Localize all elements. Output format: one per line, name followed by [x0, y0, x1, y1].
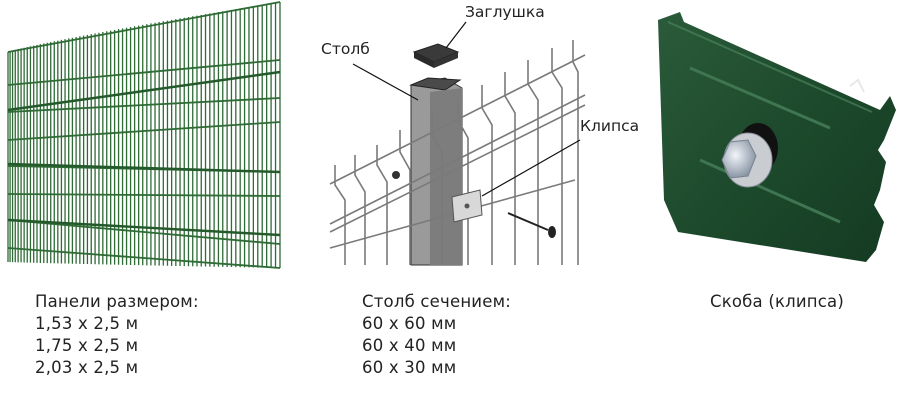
post-section-item: 60 х 30 мм: [362, 358, 457, 377]
post-section-item: 60 х 60 мм: [362, 314, 457, 333]
panel-size-item: 1,53 х 2,5 м: [35, 314, 139, 333]
clip-caption: Скоба (клипса): [710, 291, 844, 313]
panels-caption-title: Панели размером:: [35, 292, 199, 311]
post-section-item: 60 х 40 мм: [362, 336, 457, 355]
bracket-clip-icon: [658, 12, 896, 262]
panel-size-item: 1,75 х 2,5 м: [35, 336, 139, 355]
posts-caption: Столб сечением: 60 х 60 мм 60 х 40 мм 60…: [362, 291, 511, 379]
panel-size-item: 2,03 х 2,5 м: [35, 358, 139, 377]
bracket-clip-photo: [640, 0, 900, 280]
fence-panel-icon: [7, 1, 281, 269]
post-label: Столб: [321, 40, 370, 58]
clip-caption-title: Скоба (клипса): [710, 292, 844, 311]
panels-caption: Панели размером: 1,53 х 2,5 м 1,75 х 2,5…: [35, 291, 199, 379]
posts-caption-title: Столб сечением:: [362, 292, 511, 311]
clip-label: Клипса: [580, 117, 640, 135]
post-diagram-icon: [329, 21, 586, 266]
fence-panel-image: [0, 0, 290, 270]
cap-label: Заглушка: [465, 3, 545, 21]
post-assembly-diagram: Заглушка Столб Клипса: [310, 0, 650, 270]
